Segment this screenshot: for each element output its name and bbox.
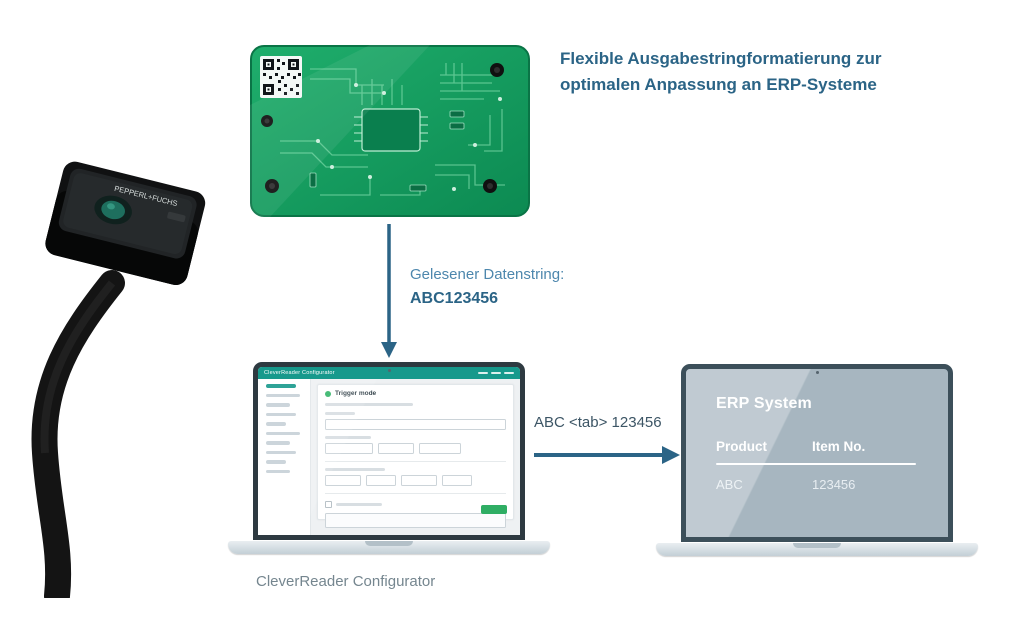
webcam-dot	[388, 369, 391, 372]
checkbox-label-skeleton	[336, 503, 382, 506]
field-row	[325, 443, 506, 454]
divider	[325, 461, 506, 462]
webcam-dot	[816, 371, 819, 374]
field-label-skeleton	[325, 412, 355, 415]
erp-table-row: ABC 123456	[716, 477, 926, 492]
headline-line1: Flexible Ausgabestringformatierung zur	[560, 49, 882, 68]
laptop-base	[656, 543, 978, 556]
configurator-card: Trigger mode	[317, 384, 514, 528]
sidebar-item	[266, 441, 290, 445]
select-field	[366, 475, 396, 486]
output-string-label: ABC <tab> 123456	[534, 414, 662, 431]
configurator-screen: CleverReader Configurator	[253, 362, 525, 540]
right-arrow-icon	[534, 446, 680, 464]
sidebar-item	[266, 422, 286, 426]
sidebar-item	[266, 431, 300, 435]
erp-header-rule	[716, 463, 916, 465]
status-dot-icon	[325, 390, 331, 397]
field-row	[325, 419, 506, 430]
configurator-laptop: CleverReader Configurator	[228, 362, 550, 558]
field-label-skeleton	[325, 436, 371, 439]
erp-table-header: Product Item No.	[716, 439, 926, 454]
sidebar-item	[266, 384, 296, 388]
page-title: Trigger mode	[335, 390, 377, 397]
erp-laptop: ERP System Product Item No. ABC 123456	[656, 364, 978, 560]
barcode-scanner-device: PEPPERL+FUCHS	[31, 161, 206, 598]
pcb-board	[250, 45, 530, 217]
subtitle-skeleton	[325, 403, 413, 406]
datastring-value: ABC123456	[410, 290, 499, 307]
configurator-body: Trigger mode	[258, 379, 520, 535]
erp-col-product: Product	[716, 439, 768, 454]
laptop-notch	[793, 543, 841, 548]
sidebar-item	[266, 393, 300, 397]
pcb-ic-chip	[361, 108, 421, 152]
erp-cell-product: ABC	[716, 477, 743, 492]
erp-cell-itemno: 123456	[812, 477, 856, 492]
configurator-main: Trigger mode	[311, 379, 520, 535]
headline: Flexible Ausgabestringformatierung zur o…	[560, 46, 960, 99]
erp-col-itemno: Item No.	[812, 439, 866, 454]
titlebar-menu-items	[478, 371, 514, 375]
divider	[325, 493, 506, 494]
laptop-base	[228, 541, 550, 554]
save-button	[481, 505, 507, 514]
configurator-sidebar	[258, 379, 311, 535]
erp-content: ERP System Product Item No. ABC 123456	[716, 395, 926, 492]
section-label-skeleton	[325, 468, 385, 471]
sidebar-item	[266, 403, 290, 407]
laptop-notch	[365, 541, 413, 546]
configurator-titlebar: CleverReader Configurator	[258, 367, 520, 379]
datastring-label-block: Gelesener Datenstring: ABC123456	[410, 266, 630, 308]
qr-code	[260, 56, 302, 98]
configurator-window-title: CleverReader Configurator	[264, 370, 335, 376]
sidebar-item	[266, 469, 290, 473]
sidebar-item	[266, 412, 296, 416]
sidebar-item	[266, 450, 296, 454]
checkbox-icon	[325, 501, 332, 508]
erp-screen: ERP System Product Item No. ABC 123456	[681, 364, 953, 542]
select-field	[401, 475, 437, 486]
sidebar-item	[266, 460, 286, 464]
datastring-label: Gelesener Datenstring:	[410, 266, 565, 283]
page-title-row: Trigger mode	[325, 390, 506, 397]
select-field	[378, 443, 414, 454]
down-arrow-icon	[381, 224, 397, 358]
pcb-vias	[316, 83, 502, 191]
output-preview-box	[325, 513, 506, 528]
input-field	[325, 419, 506, 430]
headline-line2: optimalen Anpassung an ERP-Systeme	[560, 75, 877, 95]
select-field	[325, 443, 373, 454]
configurator-caption: CleverReader Configurator	[256, 573, 436, 590]
pcb-mounting-holes	[261, 63, 504, 193]
checkbox-row	[325, 501, 506, 508]
field-row	[325, 475, 506, 486]
pcb-traces	[280, 63, 505, 196]
select-field	[325, 475, 361, 486]
erp-title: ERP System	[716, 395, 812, 412]
select-field	[419, 443, 461, 454]
select-field	[442, 475, 472, 486]
